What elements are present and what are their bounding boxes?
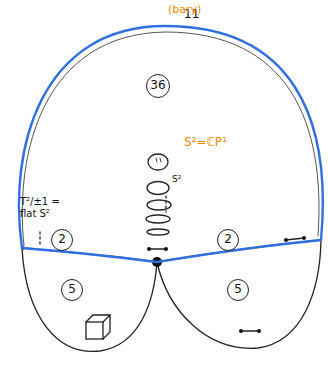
note-label: (bary) bbox=[168, 4, 201, 17]
end-dot bbox=[147, 247, 151, 251]
sphere-ellipse bbox=[146, 215, 170, 223]
circled-number: 2 bbox=[224, 233, 232, 246]
end-dot bbox=[239, 329, 243, 333]
circled-number: 2 bbox=[217, 229, 239, 251]
circled-number: 5 bbox=[61, 279, 83, 301]
region-outline bbox=[0, 0, 328, 275]
quotient-label: T²/±1 = flat S² bbox=[20, 196, 76, 219]
circled-number: 2 bbox=[51, 229, 73, 251]
sphere-ellipse bbox=[147, 229, 169, 235]
circled-number: 5 bbox=[68, 283, 76, 296]
sphere-ellipse bbox=[147, 200, 171, 210]
end-dot bbox=[257, 329, 261, 333]
circled-number: 5 bbox=[227, 279, 249, 301]
space-label: S²=ℂP¹ bbox=[184, 136, 227, 150]
left-lobe bbox=[22, 248, 157, 351]
region-outline bbox=[19, 26, 323, 262]
circled-number: 2 bbox=[58, 233, 66, 246]
end-dot bbox=[164, 247, 168, 251]
sphere-label: S² bbox=[172, 174, 181, 184]
end-dot bbox=[302, 236, 306, 240]
sphere-ellipse bbox=[148, 154, 168, 170]
segment bbox=[241, 330, 259, 331]
circled-number: 36 bbox=[150, 79, 165, 92]
collapsed-segment bbox=[149, 248, 166, 249]
end-dot bbox=[284, 238, 288, 242]
dotted-line bbox=[165, 196, 166, 212]
right-lobe bbox=[157, 240, 321, 348]
sphere-ellipse bbox=[147, 182, 169, 195]
segment bbox=[286, 238, 304, 240]
circled-number: 36 bbox=[146, 74, 170, 98]
tick-marks bbox=[156, 158, 161, 162]
dashed-line bbox=[39, 232, 40, 246]
cube-symbol bbox=[86, 315, 110, 339]
region-outline: 113622 bbox=[0, 0, 328, 275]
circled-number: 5 bbox=[234, 283, 242, 296]
